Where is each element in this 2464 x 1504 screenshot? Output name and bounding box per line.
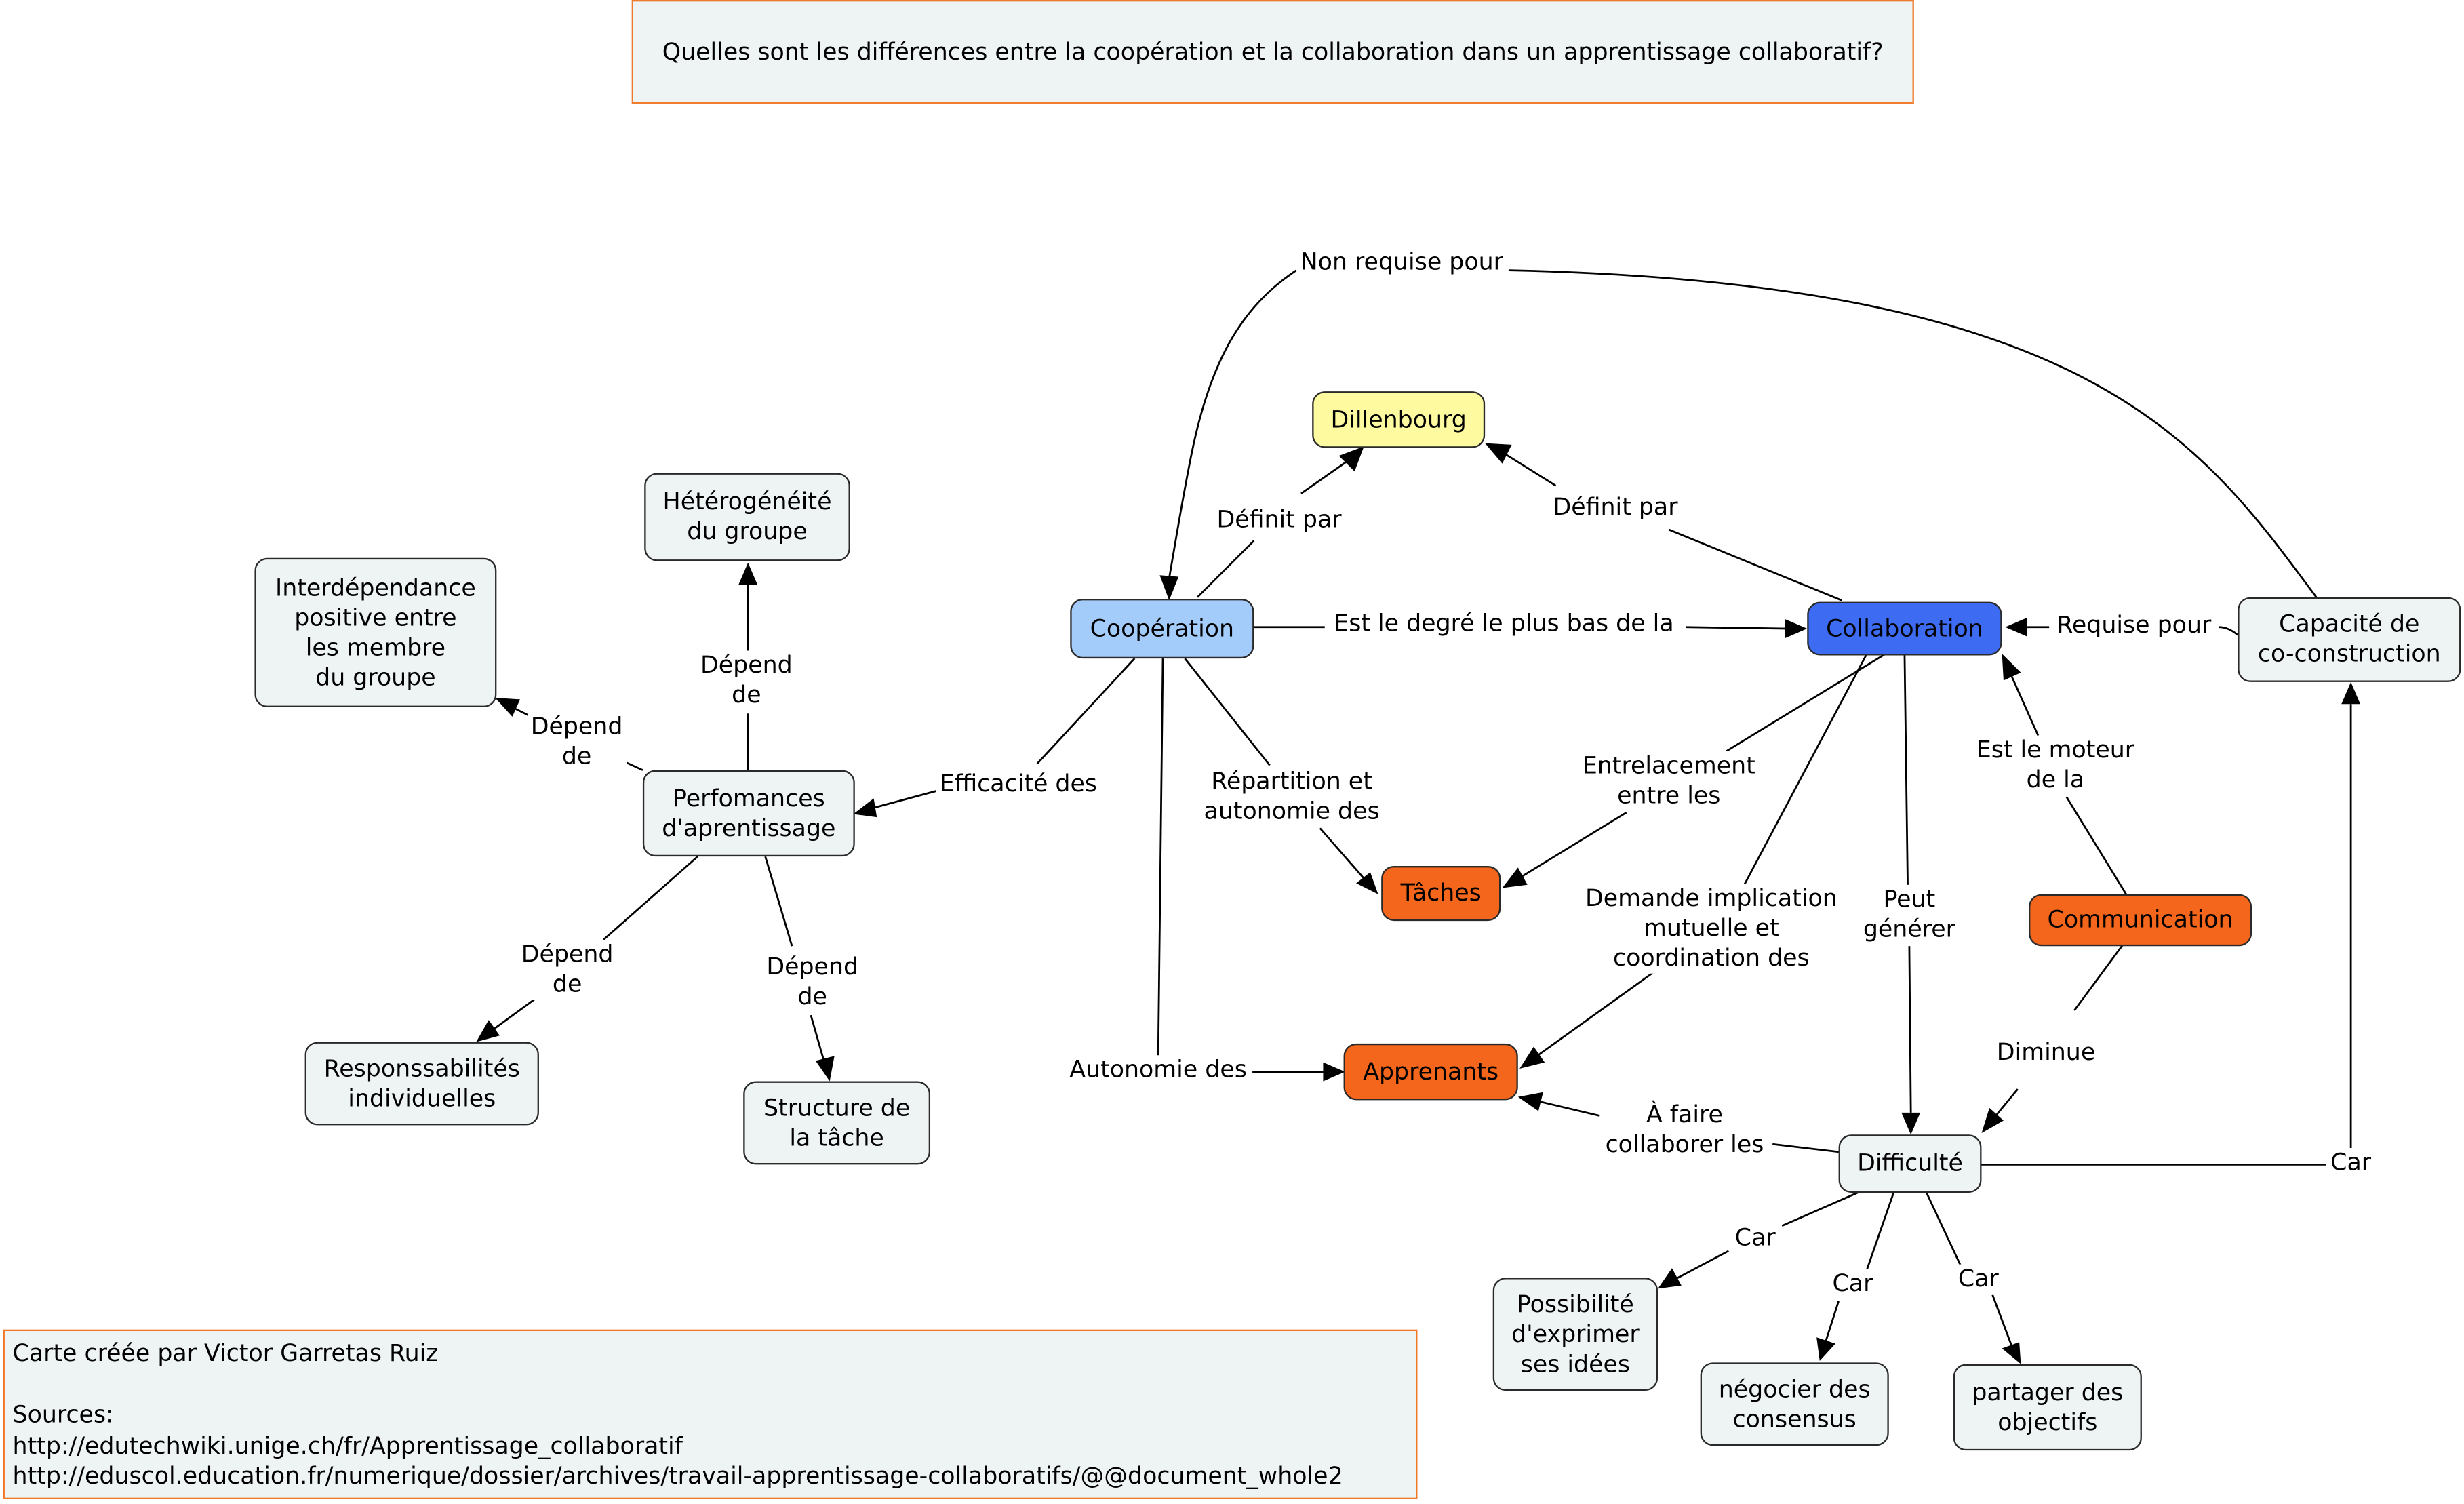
link-label-definit-par-cooperation: Définit par [1213, 505, 1345, 536]
link-label-peut-generer: Peut générer [1860, 884, 1959, 945]
node-communication[interactable]: Communication [2029, 894, 2252, 947]
link-label-car-capacite: Car [2327, 1148, 2374, 1179]
arrow-head [1159, 575, 1179, 601]
link-non-requise-line [1508, 269, 2318, 598]
credits-box: Carte créée par Victor Garretas Ruiz Sou… [3, 1329, 1418, 1499]
node-heterogeneite[interactable]: Hétérogénéité du groupe [644, 473, 850, 561]
link-label-depend-heterogeneite: Dépend de [697, 650, 796, 711]
link-label-requise: Requise pour [2053, 610, 2214, 641]
node-possibilite[interactable]: Possibilité d'exprimer ses idées [1492, 1278, 1658, 1391]
link-label-degre: Est le degré le plus bas de la [1330, 609, 1677, 639]
credits-sources-label: Sources: [12, 1400, 114, 1429]
node-capacite[interactable]: Capacité de co-construction [2238, 597, 2461, 682]
link-label-car-possibilite: Car [1732, 1223, 1779, 1254]
link-label-car-negocier: Car [1829, 1269, 1877, 1299]
node-cooperation[interactable]: Coopération [1070, 599, 1254, 659]
link-label-repartition: Répartition et autonomie des [1200, 766, 1383, 827]
question-text: Quelles sont les différences entre la co… [662, 37, 1884, 66]
node-partager[interactable]: partager des objectifs [1953, 1364, 2142, 1451]
link-label-non-requise: Non requise pour [1297, 248, 1507, 278]
node-performances[interactable]: Perfomances d'aprentissage [642, 770, 855, 857]
credits-author: Carte créée par Victor Garretas Ruiz [12, 1339, 439, 1368]
credits-source-link-1[interactable]: http://edutechwiki.unige.ch/fr/Apprentis… [12, 1431, 683, 1459]
link-label-moteur: Est le moteur de la [1973, 735, 2138, 795]
node-dillenbourg[interactable]: Dillenbourg [1312, 391, 1486, 448]
link-label-definit-par-collaboration: Définit par [1549, 492, 1682, 523]
link-label-efficacite: Efficacité des [936, 769, 1100, 799]
link-label-entrelacement: Entrelacement entre les [1579, 751, 1759, 811]
link-label-autonomie: Autonomie des [1066, 1055, 1250, 1086]
link-label-demande: Demande implication mutuelle et coordina… [1582, 884, 1841, 974]
node-responsabilites[interactable]: Responssabilités individuelles [304, 1042, 539, 1126]
node-interdependance[interactable]: Interdépendance positive entre les membr… [254, 557, 497, 707]
link-label-depend-responsabilites: Dépend de [518, 939, 617, 1000]
question-box: Quelles sont les différences entre la co… [631, 0, 1914, 104]
node-difficulte[interactable]: Difficulté [1838, 1134, 1982, 1193]
node-taches[interactable]: Tâches [1381, 865, 1501, 922]
node-collaboration[interactable]: Collaboration [1807, 601, 2002, 656]
link-label-car-partager: Car [1955, 1264, 2002, 1294]
link-label-depend-structure: Dépend de [763, 952, 862, 1012]
node-apprenants[interactable]: Apprenants [1343, 1043, 1518, 1101]
node-negocier[interactable]: négocier des consensus [1700, 1362, 1889, 1446]
node-structure[interactable]: Structure de la tâche [743, 1081, 931, 1165]
credits-source-link-2[interactable]: http://eduscol.education.fr/numerique/do… [12, 1461, 1343, 1490]
link-label-a-faire: À faire collaborer les [1602, 1100, 1767, 1160]
link-label-depend-interdependance: Dépend de [528, 711, 627, 772]
link-label-diminue: Diminue [1993, 1037, 2099, 1068]
link-non-requise-line-2 [1168, 269, 1297, 579]
